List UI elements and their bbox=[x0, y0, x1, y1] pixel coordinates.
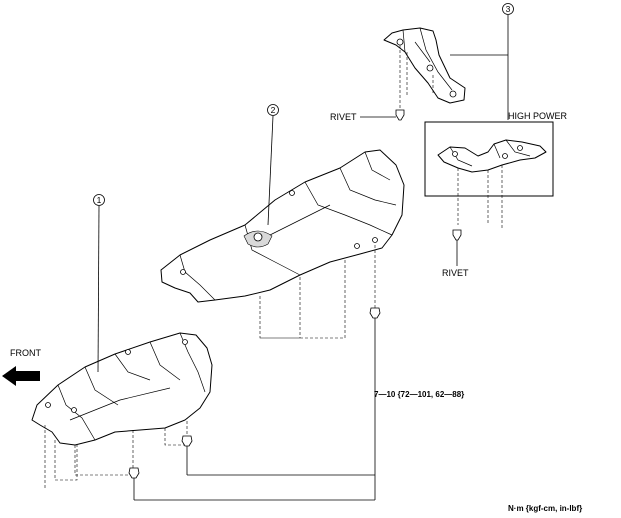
torque-bracket bbox=[134, 380, 376, 501]
bolt-part-1-rear bbox=[181, 435, 193, 475]
insulator-part-3 bbox=[383, 27, 466, 110]
high-power-label: HIGH POWER bbox=[508, 111, 568, 121]
high-power-variant-box bbox=[424, 121, 554, 230]
bolt-part-1-front bbox=[128, 467, 140, 500]
callout-3-number: 3 bbox=[506, 4, 511, 14]
callout-1-number: 1 bbox=[97, 195, 102, 205]
rivet-lower-label: RIVET bbox=[442, 268, 469, 278]
rivet-upper-label: RIVET bbox=[330, 112, 357, 122]
callout-2-number: 2 bbox=[271, 105, 276, 115]
insulator-part-1 bbox=[31, 332, 213, 490]
torque-spec: 7—10 {72—101, 62—88} bbox=[374, 390, 464, 399]
units-label: N·m {kgf-cm, in-lbf} bbox=[508, 504, 582, 513]
callout-3: 3 bbox=[450, 3, 514, 120]
insulator-part-2 bbox=[160, 149, 405, 339]
rivet-upper bbox=[360, 109, 405, 121]
front-label: FRONT bbox=[10, 348, 41, 358]
rivet-lower bbox=[452, 229, 462, 266]
bolt-part-2 bbox=[369, 307, 381, 380]
front-arrow-icon bbox=[2, 366, 40, 386]
callout-1: 1 bbox=[93, 194, 105, 373]
callout-2: 2 bbox=[267, 104, 279, 226]
